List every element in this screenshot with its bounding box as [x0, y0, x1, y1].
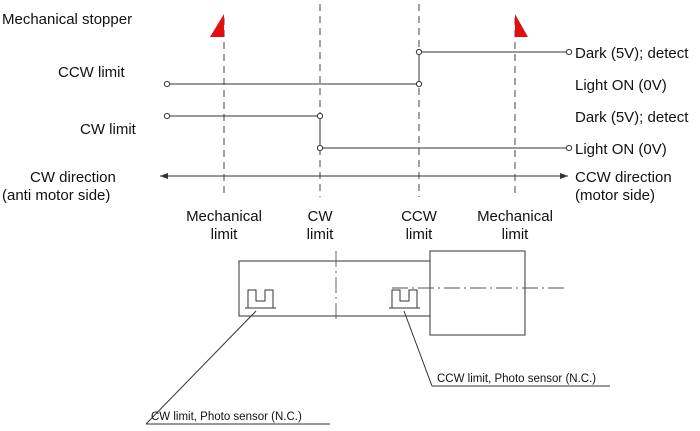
cw-sensor-leader: [145, 310, 330, 425]
ccw-light-on-label: Light ON (0V): [575, 77, 667, 94]
mechanical-stopper-label: Mechanical stopper: [2, 11, 132, 28]
direction-axis: [160, 173, 568, 179]
cw-sensor-callout: CW limit, Photo sensor (N.C.): [151, 411, 302, 423]
mechanical-limit-left-label: Mechanical: [186, 208, 262, 225]
ccw-direction-sublabel: (motor side): [575, 187, 655, 204]
ccw-photo-sensor-icon: [389, 289, 420, 309]
mechanical-limit-left-sublabel: limit: [211, 226, 238, 243]
mechanical-limit-right-label: Mechanical: [477, 208, 553, 225]
cw-light-on-label: Light ON (0V): [575, 141, 667, 158]
ccw-dark-detect-label: Dark (5V); detect: [575, 45, 689, 62]
ccw-sensor-callout: CCW limit, Photo sensor (N.C.): [437, 373, 596, 385]
mechanical-stopper-right-marker: [515, 14, 528, 37]
cw-limit-label: CW limit: [80, 121, 137, 138]
ccw-limit-signal: [163, 48, 573, 88]
cw-photo-sensor-icon: [245, 289, 276, 309]
cw-dark-detect-label: Dark (5V); detect: [575, 109, 689, 126]
ccw-limit-axis-sublabel: limit: [406, 226, 433, 243]
cw-direction-label: CW direction: [30, 169, 116, 186]
ccw-direction-label: CCW direction: [575, 169, 672, 186]
cw-limit-signal: [163, 112, 573, 152]
cw-limit-axis-sublabel: limit: [307, 226, 334, 243]
actuator-body-drawing: [238, 250, 568, 336]
cw-limit-axis-label: CW: [308, 208, 334, 225]
cw-direction-sublabel: (anti motor side): [2, 187, 110, 204]
ccw-sensor-leader: [403, 310, 610, 387]
mechanical-limit-right-sublabel: limit: [502, 226, 529, 243]
ccw-limit-label: CCW limit: [58, 64, 125, 81]
ccw-limit-axis-label: CCW: [401, 208, 438, 225]
mechanical-stopper-left-marker: [210, 14, 224, 37]
